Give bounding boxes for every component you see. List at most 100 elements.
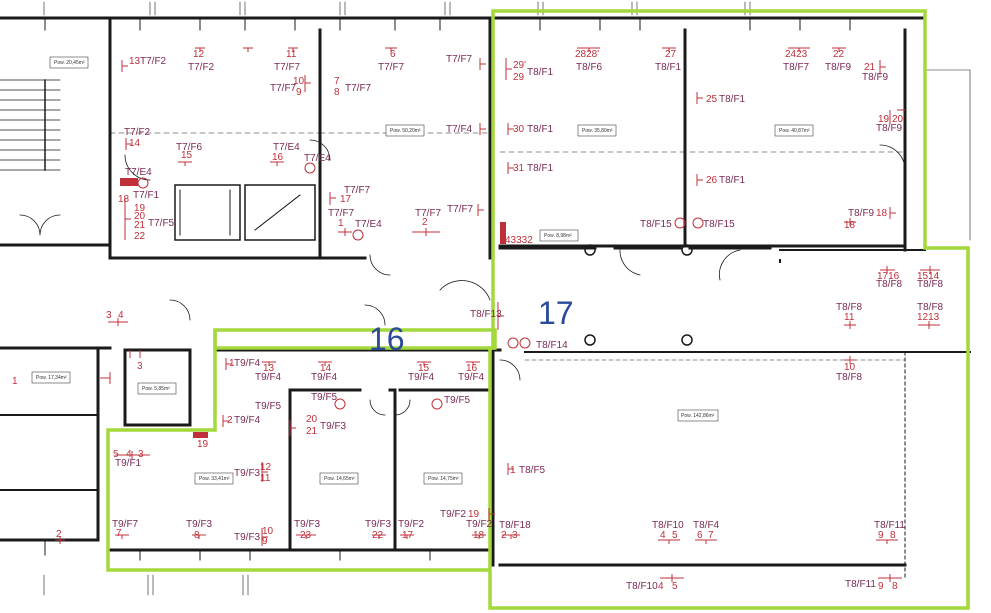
device-label: T8/F6 xyxy=(576,62,603,73)
device-label: T7/E4 xyxy=(304,153,331,164)
room-area: Pow. 33,41m² xyxy=(199,476,230,482)
svg-text:11: 11 xyxy=(844,312,855,323)
room-area: Pow. 17,34m² xyxy=(36,375,67,381)
svg-text:23: 23 xyxy=(300,530,312,541)
svg-text:3: 3 xyxy=(137,361,143,372)
device-label: T9/F4 xyxy=(458,372,485,383)
device-label: T8/F8 xyxy=(836,302,863,313)
svg-text:10: 10 xyxy=(262,526,274,537)
svg-text:43332: 43332 xyxy=(505,235,533,246)
svg-text:20: 20 xyxy=(892,114,904,125)
device-label: T9/F4 xyxy=(234,415,261,426)
svg-text:7: 7 xyxy=(708,530,714,541)
device-label: T8/F14 xyxy=(536,340,568,351)
svg-text:9: 9 xyxy=(878,530,884,541)
device-label: T8/F1 xyxy=(527,67,554,78)
device-circles xyxy=(137,162,704,410)
device-label: T8/F15 xyxy=(640,219,672,230)
device-label: T8/F11 xyxy=(845,579,876,590)
device-label: T9/F4 xyxy=(234,358,261,369)
svg-text:29: 29 xyxy=(513,72,525,83)
device-label: T8/F10 xyxy=(652,520,684,531)
device-label: T7/F7 xyxy=(415,208,442,219)
svg-text:19: 19 xyxy=(878,114,890,125)
device-label: T9/F2 xyxy=(466,519,493,530)
svg-text:1: 1 xyxy=(510,465,516,476)
device-label: T8/F1 xyxy=(719,175,746,186)
svg-text:7: 7 xyxy=(116,528,122,539)
room-area: Pow. 8,98m² xyxy=(544,233,572,239)
device-label: T7/F7 xyxy=(328,208,355,219)
svg-text:12: 12 xyxy=(193,49,205,60)
device-label: T8/F9 xyxy=(876,123,903,134)
device-label: T8/F7 xyxy=(783,62,810,73)
device-label: T8/F8 xyxy=(917,302,944,313)
device-label: T9/F4 xyxy=(311,372,338,383)
svg-text:13: 13 xyxy=(129,56,141,67)
svg-text:18: 18 xyxy=(876,208,888,219)
svg-text:18: 18 xyxy=(844,220,856,231)
svg-text:27: 27 xyxy=(665,49,677,60)
svg-text:4: 4 xyxy=(660,530,666,541)
device-label: T9/F3 xyxy=(365,519,392,530)
device-label: T7/F7 xyxy=(270,83,297,94)
svg-text:19: 19 xyxy=(134,203,146,214)
svg-text:17: 17 xyxy=(340,194,352,205)
svg-text:5: 5 xyxy=(672,581,678,592)
panel-markers xyxy=(120,178,506,438)
svg-text:2: 2 xyxy=(501,530,507,541)
svg-text:16: 16 xyxy=(272,152,284,163)
svg-text:1716: 1716 xyxy=(877,271,900,282)
svg-text:15: 15 xyxy=(181,150,193,161)
device-label: T9/F3 xyxy=(234,532,261,543)
svg-text:8: 8 xyxy=(194,530,200,541)
room-area: Pow. 14,65m² xyxy=(324,476,355,482)
device-label: T8/F13 xyxy=(470,309,502,320)
svg-text:10: 10 xyxy=(844,362,856,373)
device-label: T9/F1 xyxy=(115,458,142,469)
room-area: Pow. 5,85m² xyxy=(142,386,170,392)
device-label: T9/F7 xyxy=(112,519,139,530)
device-label: T9/F2 xyxy=(440,509,467,520)
svg-text:1514: 1514 xyxy=(917,271,940,282)
svg-text:11: 11 xyxy=(286,49,297,60)
zone-17-label: 17 xyxy=(538,295,574,331)
svg-text:26: 26 xyxy=(706,175,718,186)
svg-text:2: 2 xyxy=(56,529,62,540)
device-label: T8/F10 xyxy=(626,581,658,592)
device-label: T7/F7 xyxy=(274,62,301,73)
svg-text:1: 1 xyxy=(229,358,235,369)
svg-text:8: 8 xyxy=(892,581,898,592)
svg-text:3: 3 xyxy=(138,449,144,460)
device-label: T8/F8 xyxy=(876,279,903,290)
svg-text:9: 9 xyxy=(262,536,268,547)
device-label: T8/F9 xyxy=(848,208,875,219)
svg-text:10: 10 xyxy=(293,76,305,87)
svg-text:22: 22 xyxy=(134,231,146,242)
svg-text:2: 2 xyxy=(227,415,233,426)
room-area: Pow. 40,87m² xyxy=(779,128,810,134)
svg-text:9: 9 xyxy=(296,87,302,98)
room-area: Pow. 50,20m² xyxy=(390,128,421,134)
room-area-labels: Pow. 20,45m² Pow. 50,20m² Pow. 35,80m² P… xyxy=(31,56,814,485)
svg-text:4: 4 xyxy=(126,449,132,460)
svg-text:2: 2 xyxy=(422,217,428,228)
svg-text:1: 1 xyxy=(338,218,344,229)
svg-text:15: 15 xyxy=(418,363,430,374)
device-label: T7/F7 xyxy=(378,62,405,73)
svg-text:19: 19 xyxy=(197,439,209,450)
room-area: Pow. 142,86m² xyxy=(681,413,715,419)
device-label: T9/F4 xyxy=(255,372,282,383)
device-label: T7/F6 xyxy=(176,142,203,153)
device-label: T9/F5 xyxy=(444,395,471,406)
svg-text:6: 6 xyxy=(697,530,703,541)
device-label: T7/E4 xyxy=(355,219,382,230)
svg-text:1: 1 xyxy=(12,376,18,387)
svg-text:9: 9 xyxy=(878,581,884,592)
svg-text:8: 8 xyxy=(890,530,896,541)
room-area: Pow. 14,75m² xyxy=(428,476,459,482)
device-label: T7/F7 xyxy=(447,204,474,215)
walls xyxy=(0,1,971,596)
device-label: T7/F4 xyxy=(446,124,473,135)
